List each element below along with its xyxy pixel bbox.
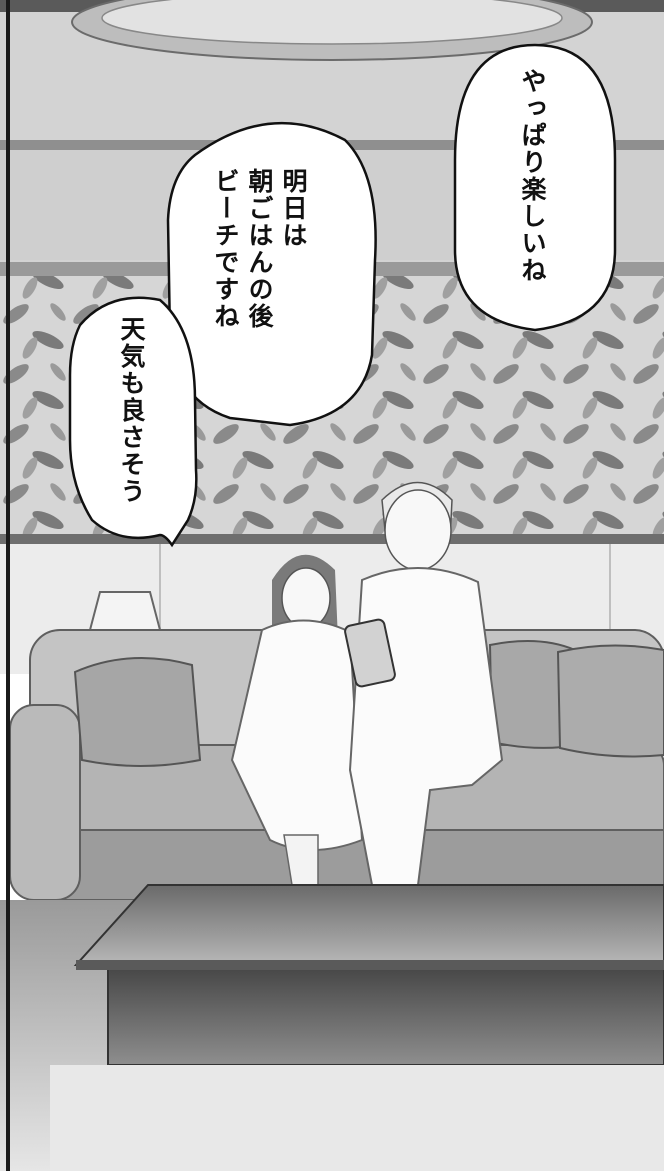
speech-bubble-2 <box>166 122 377 427</box>
speech-bubble-1-text: やっぱり楽しいね <box>518 68 547 284</box>
man-figure <box>344 481 504 886</box>
speech-bubble-1 <box>453 43 617 332</box>
speech-bubble-3-text: 天気も良さそう <box>117 316 146 505</box>
woman-figure <box>230 554 364 886</box>
speech-bubble-2-text: 明日は 朝ごはんの後 ビーチですね <box>211 168 308 330</box>
speech-bubble-3 <box>68 296 198 548</box>
